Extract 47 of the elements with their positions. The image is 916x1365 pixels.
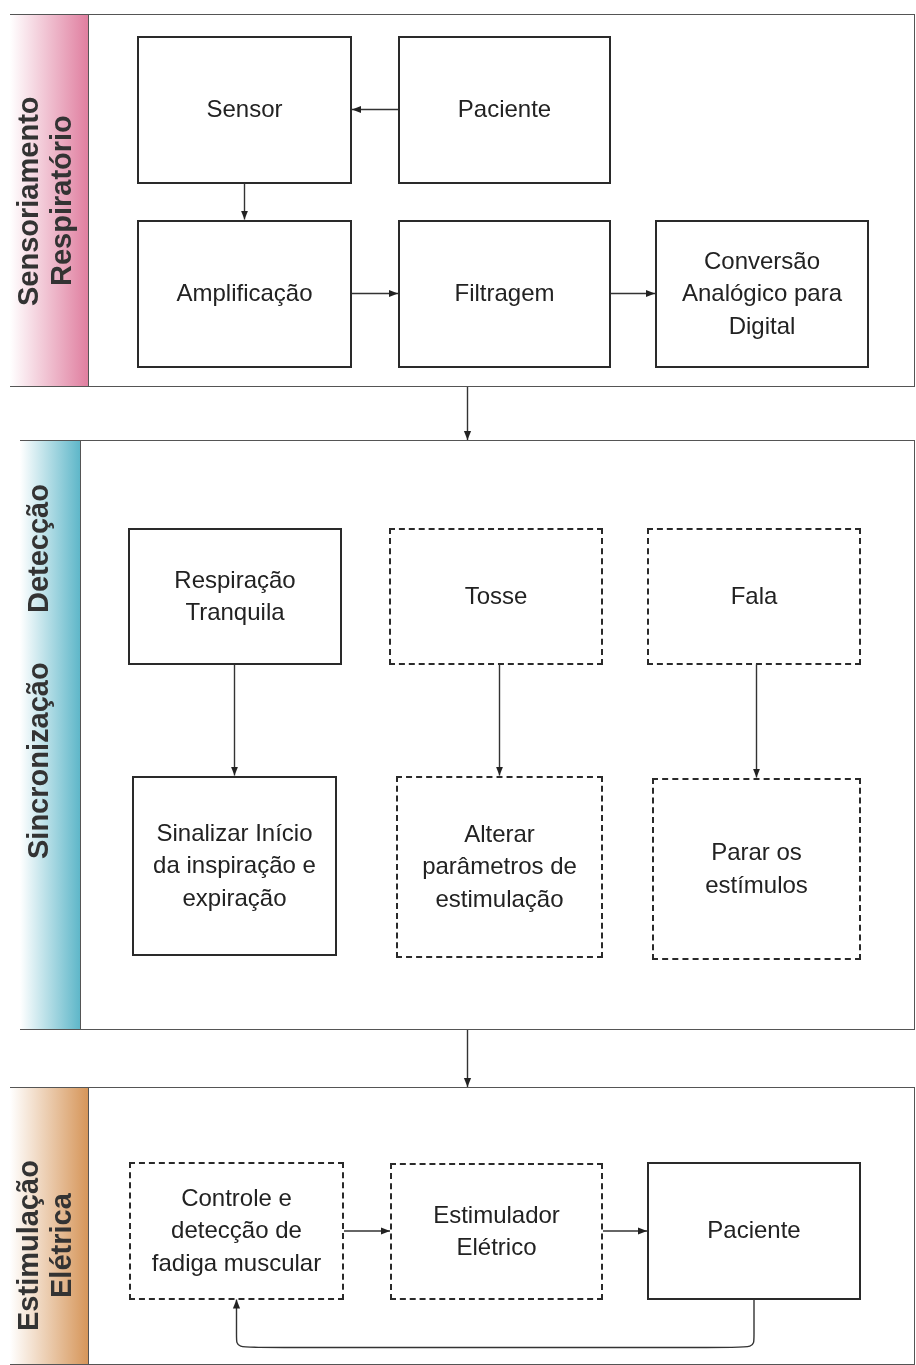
process-box [128,527,342,665]
section-label: Detecção [22,483,55,616]
box-label: Sensor [206,94,283,125]
arrow [232,1298,755,1349]
process-box [398,35,611,184]
section-panel [10,1087,915,1365]
box-label: Parar os estímulos [704,837,809,900]
process-box [137,219,352,368]
process-box [137,35,352,184]
process-box [652,777,861,960]
process-box [390,1162,603,1300]
process-box [389,527,603,665]
arrow [752,663,761,779]
process-box [655,219,869,368]
box-label: Tosse [464,580,528,611]
arrow [495,663,504,777]
box-label: Sinalizar Início da inspiração e expiração [152,817,317,913]
box-label: Paciente [457,94,552,125]
section-label: Sensoriamento Respiratório [12,95,79,308]
process-box [396,775,603,958]
arrow [343,1227,391,1235]
box-label: Respiração Tranquila [173,564,297,627]
arrow [240,182,249,221]
arrow [463,1029,472,1088]
arrow [610,289,656,298]
process-box [647,527,861,665]
box-label: Fala [730,580,778,611]
box-label: Controle e detecção de fadiga muscular [150,1182,323,1278]
process-box [398,219,611,368]
arrow [463,386,472,441]
box-label: Amplificação [176,278,313,309]
box-label: Conversão Analógico para Digital [680,245,844,341]
arrow [602,1227,648,1235]
box-label: Filtragem [454,278,555,309]
section-label: Sincronização [22,661,55,862]
section-panel [10,14,915,387]
arrow [351,289,399,298]
box-label: Estimulador Elétrico [432,1199,561,1262]
arrow [351,105,399,114]
box-label: Alterar parâmetros de estimulação [421,818,578,914]
process-box [129,1161,344,1300]
arrow [230,663,239,777]
section-panel [20,440,915,1030]
section-label: Estimulação Elétrica [12,1159,79,1334]
process-box [132,775,337,956]
process-box [647,1161,861,1300]
box-label: Paciente [707,1215,801,1246]
